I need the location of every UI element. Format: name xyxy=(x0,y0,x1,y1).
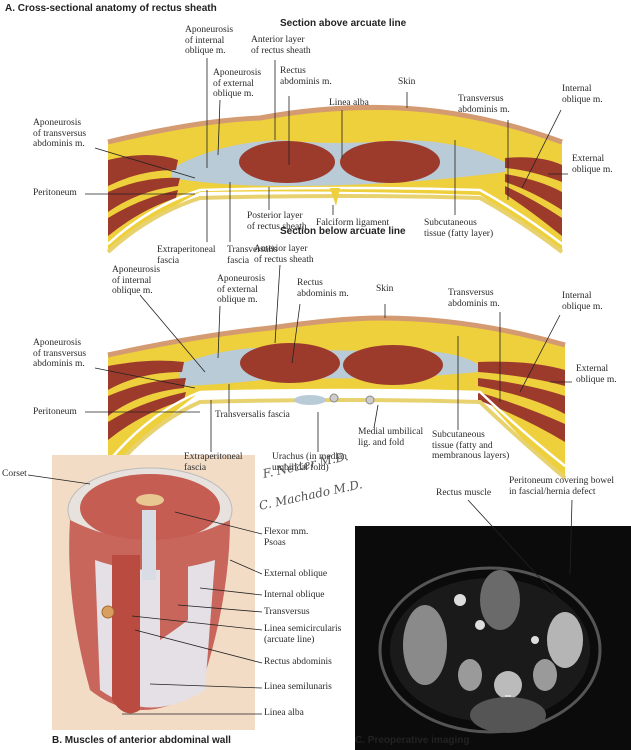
label-rectus-muscle: Rectus muscle xyxy=(436,488,492,498)
falciform-ligament xyxy=(330,188,340,206)
section-above-arcuate-line xyxy=(106,104,564,254)
label-corset: Corset xyxy=(2,469,27,479)
label-skin: Skin xyxy=(398,77,416,87)
label-anterior-layer: Anterior layer of rectus sheath xyxy=(251,35,311,56)
label-internal-oblique: Internal oblique m. xyxy=(562,84,603,105)
rectus-abdominis-right xyxy=(340,141,440,183)
abdominal-wall-illustration xyxy=(52,455,255,730)
label-falciform-ligament: Falciform ligament xyxy=(316,218,390,228)
label-internal-oblique: Internal oblique m. xyxy=(562,291,603,312)
label-transversalis-fascia: Transversalis fascia xyxy=(215,410,290,420)
label-subcutaneous-tissue: Subcutaneous tissue (fatty and membranou… xyxy=(432,430,510,461)
section-above-heading: Section above arcuate line xyxy=(280,18,407,29)
label-linea-semilunaris: Linea semilunaris xyxy=(264,682,332,692)
label-skin: Skin xyxy=(376,284,394,294)
label-rectus-abdominis-b: Rectus abdominis xyxy=(264,657,332,667)
urachus-fold xyxy=(294,395,326,405)
panel-a-title: A. Cross-sectional anatomy of rectus she… xyxy=(5,3,217,14)
label-aponeurosis-internal-oblique: Aponeurosis of internal oblique m. xyxy=(185,25,234,56)
label-flexor-psoas: Flexor mm. Psoas xyxy=(264,527,309,548)
label-rectus-abdominis: Rectus abdominis m. xyxy=(280,66,332,87)
label-transversus-b: Transversus xyxy=(264,607,310,617)
label-peritoneum: Peritoneum xyxy=(33,407,77,417)
rectus-abdominis-left xyxy=(239,141,335,183)
panel-b-caption: B. Muscles of anterior abdominal wall xyxy=(52,735,231,746)
ct-scan-image xyxy=(355,526,631,750)
label-external-oblique: External oblique m. xyxy=(576,364,617,385)
label-aponeurosis-external-oblique: Aponeurosis of external oblique m. xyxy=(217,274,266,305)
label-linea-alba: Linea alba xyxy=(329,98,369,108)
leader-lines-a xyxy=(85,58,572,452)
label-rectus-abdominis: Rectus abdominis m. xyxy=(297,278,349,299)
label-linea-alba-b: Linea alba xyxy=(264,708,304,718)
liver xyxy=(403,605,447,685)
label-peritoneum-hernia: Peritoneum covering bowel in fascial/her… xyxy=(509,476,615,497)
label-aponeurosis-transversus: Aponeurosis of transversus abdominis m. xyxy=(33,118,87,149)
label-extraperitoneal-fascia: Extraperitoneal fascia xyxy=(184,452,243,473)
rectus-abdominis-left-b xyxy=(112,555,140,714)
label-transversus-abdominis: Transversus abdominis m. xyxy=(458,94,510,115)
label-medial-umbilical: Medial umbilical lig. and fold xyxy=(358,427,424,448)
leader-lines-b xyxy=(27,474,263,715)
section-below-heading: Section below arcuate line xyxy=(280,226,406,237)
label-extraperitoneal-fascia: Extraperitoneal fascia xyxy=(157,245,216,266)
label-external-oblique: External oblique m. xyxy=(572,154,613,175)
label-aponeurosis-internal-oblique: Aponeurosis of internal oblique m. xyxy=(112,265,161,296)
label-external-oblique-b: External oblique xyxy=(264,569,328,579)
rectus-abdominis-left xyxy=(240,343,340,383)
label-transversus-abdominis: Transversus abdominis m. xyxy=(448,288,500,309)
label-posterior-layer: Posterior layer of rectus sheath xyxy=(247,211,307,232)
label-peritoneum: Peritoneum xyxy=(33,188,77,198)
label-aponeurosis-transversus: Aponeurosis of transversus abdominis m. xyxy=(33,338,87,369)
label-anterior-layer: Anterior layer of rectus sheath xyxy=(254,244,314,265)
label-transversalis-fascia: Transversalis fascia xyxy=(227,245,278,266)
leader-lines-c xyxy=(467,499,573,601)
label-aponeurosis-external-oblique: Aponeurosis of external oblique m. xyxy=(213,68,262,99)
label-linea-semicircularis: Linea semicircularis (arcuate line) xyxy=(264,624,342,645)
label-subcutaneous-tissue: Subcutaneous tissue (fatty layer) xyxy=(424,218,494,239)
label-internal-oblique-b: Internal oblique xyxy=(264,590,325,600)
panel-c-caption: C. Preoperative imaging xyxy=(355,735,470,746)
rectus-abdominis-right xyxy=(343,345,443,385)
label-urachus: Urachus (in median umbilical fold) xyxy=(272,452,347,473)
medial-umbilical-ligament xyxy=(365,395,375,405)
